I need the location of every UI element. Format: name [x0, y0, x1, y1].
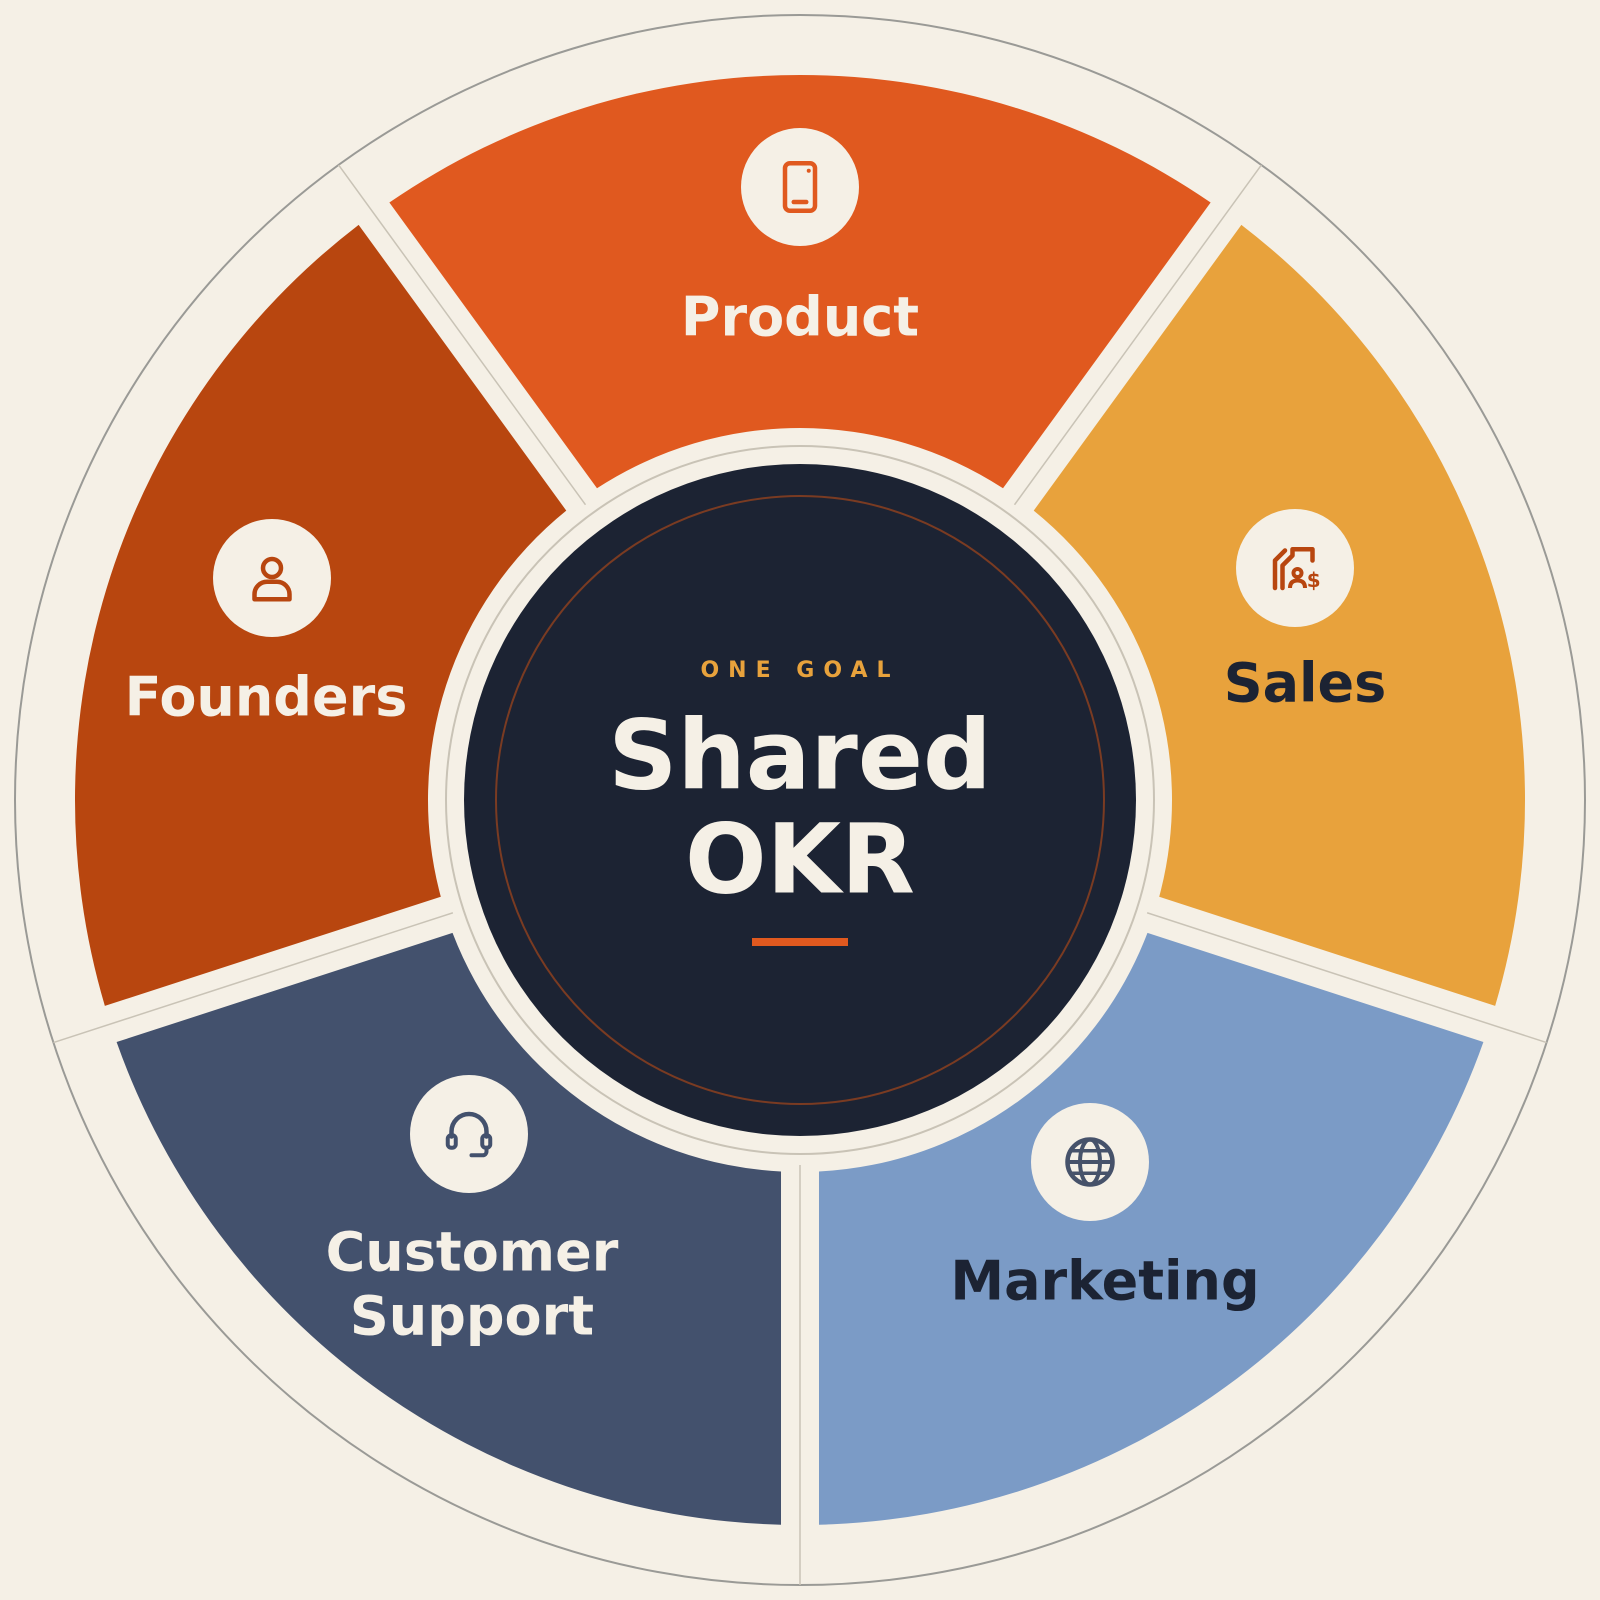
hub-ring-line — [445, 445, 1155, 1155]
segment-marketing-label: Marketing — [950, 1250, 1259, 1313]
segment-product-label: Product — [681, 286, 919, 349]
globe-icon — [1065, 1137, 1115, 1187]
user-icon — [252, 556, 292, 602]
segment-marketing-shape — [818, 932, 1484, 1525]
segment-product-shape — [389, 74, 1211, 489]
center-title-line2: OKR — [685, 803, 915, 915]
headset-icon — [445, 1111, 493, 1158]
center-eyebrow: ONE GOAL — [700, 658, 899, 683]
segment-founders: Founders — [74, 224, 567, 1006]
segment-founders-label: Founders — [125, 666, 408, 729]
segment-customer-support-label-line1: Customer — [326, 1221, 619, 1284]
divider-spoke — [1113, 901, 1547, 1044]
divider-spokes — [53, 164, 1547, 1585]
tablet-icon — [782, 161, 818, 213]
segment-product: Product — [389, 74, 1211, 489]
segment-sales: $ Sales — [1033, 224, 1525, 1006]
segment-customer-support-shape — [116, 932, 782, 1525]
segment-customer-support-label-line2: Support — [350, 1285, 594, 1348]
segment-marketing: Marketing — [818, 932, 1484, 1525]
segment-sales-label: Sales — [1224, 652, 1387, 715]
divider-spoke — [53, 901, 487, 1044]
hub-inner-ring — [495, 495, 1105, 1105]
divider-spoke — [993, 164, 1263, 534]
hub-disc — [464, 464, 1136, 1136]
svg-text:$: $ — [1307, 568, 1321, 592]
center-hub: ONE GOAL Shared OKR — [435, 435, 1165, 1165]
segment-founders-shape — [74, 224, 567, 1006]
center-accent-bar — [752, 938, 848, 946]
product-icon-disc — [741, 128, 859, 246]
center-title-line1: Shared — [608, 699, 991, 811]
divider-spoke — [337, 164, 607, 534]
customer-support-icon-disc — [410, 1075, 528, 1193]
sales-pipeline-icon: $ — [1272, 547, 1321, 592]
